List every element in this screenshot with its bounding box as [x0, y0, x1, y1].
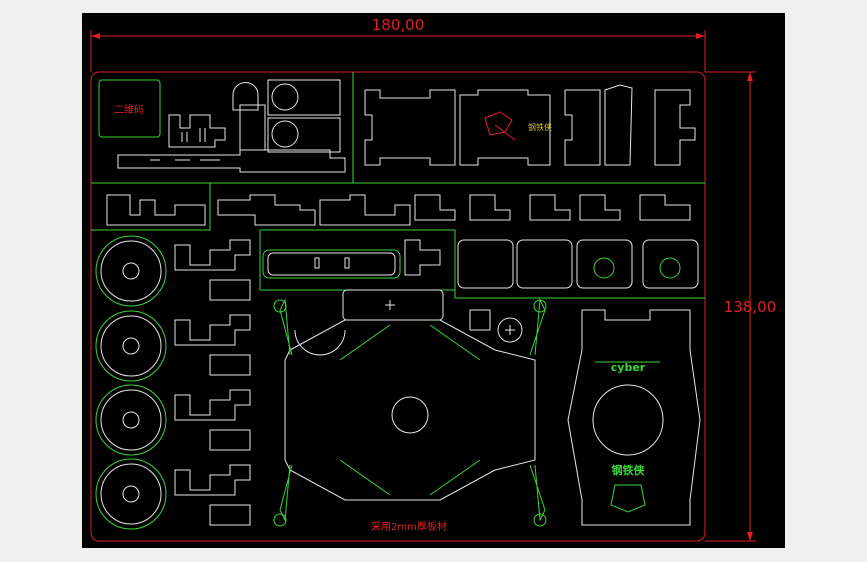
height-dimension: 138,00: [705, 71, 777, 542]
section-dividers: [91, 72, 705, 299]
yellow-label: 钢铁侠: [528, 122, 552, 132]
right-body-plate: cyber 钢铁侠: [567, 309, 701, 526]
qr-code-box: 二维码: [98, 79, 161, 138]
top-right-parts: 钢铁侠: [364, 84, 696, 166]
leg-parts: [174, 239, 251, 526]
cad-viewport[interactable]: [82, 13, 785, 548]
width-dimension-label: 180,00: [372, 16, 425, 34]
logo-text: 钢铁侠: [612, 463, 646, 477]
brand-text: cyber: [611, 361, 646, 374]
top-row-parts: [117, 79, 346, 173]
material-note: 采用2mm厚板材: [371, 520, 447, 533]
width-dimension: 180,00: [90, 16, 706, 72]
qr-code-label: 二维码: [114, 103, 144, 116]
height-dimension-label: 138,00: [724, 298, 777, 316]
center-chassis: 采用2mm厚板材: [273, 289, 547, 533]
motor-mounts: [457, 239, 699, 289]
wheels: [95, 235, 167, 530]
second-row-parts: [106, 194, 691, 276]
green-slot-bar: [262, 249, 401, 279]
sheet-border: [90, 71, 706, 542]
